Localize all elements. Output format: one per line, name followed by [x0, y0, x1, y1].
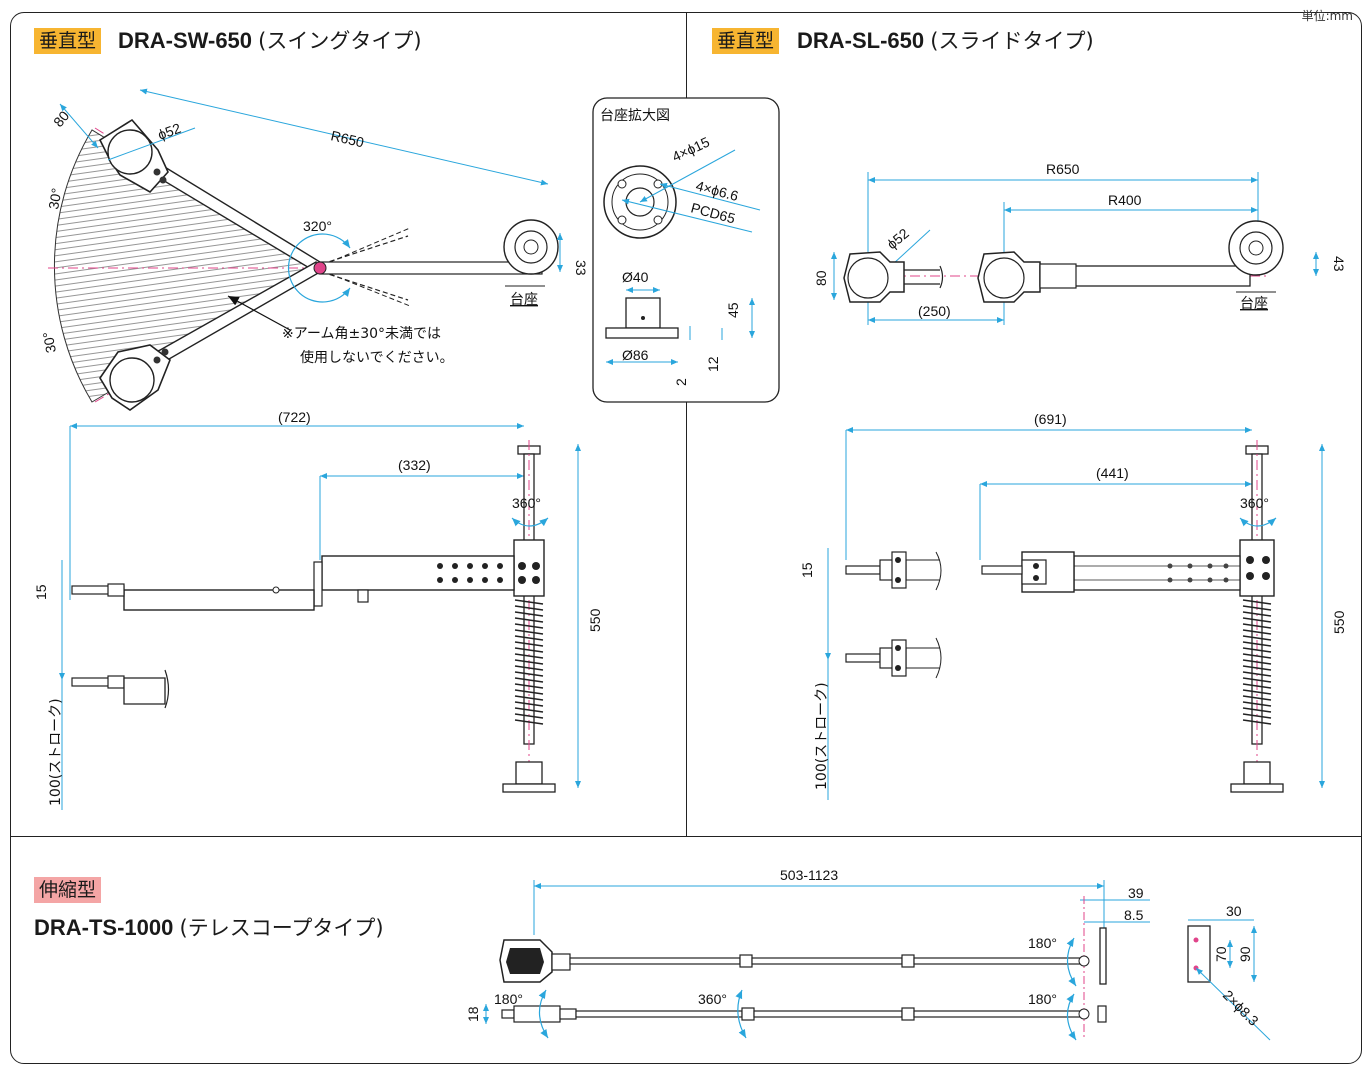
- slide-model: DRA-SL-650: [797, 28, 925, 53]
- swing-model: DRA-SW-650: [118, 28, 253, 53]
- dim-slide-r650: R650: [1046, 161, 1080, 177]
- dim-slide-l250: (250): [918, 303, 951, 319]
- dim-swing-r360: 360°: [512, 495, 541, 511]
- dim-tele-h18: 18: [465, 1006, 481, 1022]
- dim-h12: 12: [705, 356, 721, 372]
- tele-type-tag: 伸縮型: [34, 877, 102, 903]
- dim-swing-h15: 15: [33, 584, 49, 600]
- dim-swing-h33: 33: [573, 260, 589, 276]
- swing-type-tag: 垂直型: [34, 28, 102, 54]
- dim-tele-holes: 2×ϕ8.3: [1220, 987, 1262, 1029]
- swing-spring: [514, 599, 544, 725]
- swing-model-title: DRA-SW-650 (スイングタイプ): [118, 27, 422, 55]
- dim-d86: Ø86: [622, 347, 649, 363]
- dim-d40: Ø40: [622, 269, 649, 285]
- swing-side-view: (722) (332) 360° 15 550 100(ストローク): [33, 409, 603, 810]
- dim-slide-stroke: 100(ストローク): [814, 682, 830, 790]
- dim-h45: 45: [725, 302, 741, 318]
- dim-tele-range: 503-1123: [780, 867, 838, 883]
- dim-swing-a30a: 30°: [45, 187, 64, 211]
- tele-model-title: DRA-TS-1000 (テレスコープタイプ): [34, 914, 384, 942]
- panel-divider-horizontal: [10, 836, 1362, 837]
- slide-subtitle: (スライドタイプ): [930, 29, 1094, 53]
- swing-side-arm: [321, 555, 515, 591]
- tele-model: DRA-TS-1000: [34, 915, 174, 940]
- dim-slide-d52: ϕ52: [884, 225, 912, 252]
- dim-slide-h43: 43: [1331, 256, 1347, 272]
- swing-subtitle: (スイングタイプ): [258, 29, 422, 53]
- dim-swing-l332: (332): [398, 457, 431, 473]
- tele-subtitle: (テレスコープタイプ): [179, 916, 384, 940]
- dim-swing-d52: ϕ52: [156, 120, 184, 143]
- unit-note: 単位:mm: [1301, 9, 1353, 23]
- slide-top-view: R650 R400 ϕ52 80 (250) 43 台座: [813, 161, 1347, 325]
- dim-swing-stroke: 100(ストローク): [48, 698, 64, 806]
- dim-h2: 2: [673, 378, 689, 386]
- swing-note-line1: ※アーム角±30°未満では: [282, 326, 441, 342]
- dim-tele-h70: 70: [1213, 946, 1229, 962]
- dim-tele-h90: 90: [1237, 946, 1253, 962]
- slide-model-title: DRA-SL-650 (スライドタイプ): [797, 27, 1094, 55]
- dim-slide-h550: 550: [1331, 610, 1347, 634]
- tele-view: 503-1123 39 8.5 180° 180° 180° 360° 18 3…: [465, 867, 1271, 1041]
- dim-slide-r360: 360°: [1240, 495, 1269, 511]
- dim-tele-w30: 30: [1226, 903, 1242, 919]
- dim-slide-l691: (691): [1034, 411, 1067, 427]
- dim-tele-w85: 8.5: [1124, 907, 1144, 923]
- dim-swing-base: 台座: [510, 292, 538, 308]
- dim-slide-h15: 15: [799, 562, 815, 578]
- dim-tele-w39: 39: [1128, 885, 1144, 901]
- dim-tele-a180a: 180°: [1028, 935, 1057, 951]
- slide-type-tag: 垂直型: [712, 28, 780, 54]
- dim-tele-a180c: 180°: [494, 991, 523, 1007]
- dim-swing-a320: 320°: [303, 218, 332, 234]
- swing-top-view: R650 80 ϕ52 320° 33 30° 30° 台座 ※アーム角±30°…: [40, 88, 589, 411]
- tele-wall-plate: [1187, 925, 1211, 983]
- dim-swing-r650: R650: [329, 127, 365, 150]
- dim-swing-w80: 80: [50, 108, 72, 130]
- base-detail-view: 台座拡大図 4×ϕ15 4×ϕ6.6 PCD65 Ø40 Ø86 45 12 2: [592, 97, 780, 403]
- slide-side-view: (691) (441) 360° 15 550 100(ストローク): [799, 411, 1347, 800]
- dim-slide-w80: 80: [813, 270, 829, 286]
- dim-tele-a180b: 180°: [1028, 991, 1057, 1007]
- base-detail-title: 台座拡大図: [600, 108, 670, 124]
- dim-tele-r360: 360°: [698, 991, 727, 1007]
- dim-slide-r400: R400: [1108, 192, 1142, 208]
- dim-swing-h550: 550: [587, 608, 603, 632]
- swing-column-head: [513, 539, 545, 597]
- swing-note-line2: 使用しないでください。: [300, 349, 454, 366]
- dim-slide-base: 台座: [1240, 296, 1268, 312]
- panel-divider-vertical: [686, 12, 687, 836]
- dim-swing-a30b: 30°: [40, 331, 59, 355]
- swing-hatched-sector: [53, 129, 321, 403]
- dim-swing-l722: (722): [278, 409, 311, 425]
- dim-slide-l441: (441): [1096, 465, 1129, 481]
- slide-spring: [1242, 599, 1272, 725]
